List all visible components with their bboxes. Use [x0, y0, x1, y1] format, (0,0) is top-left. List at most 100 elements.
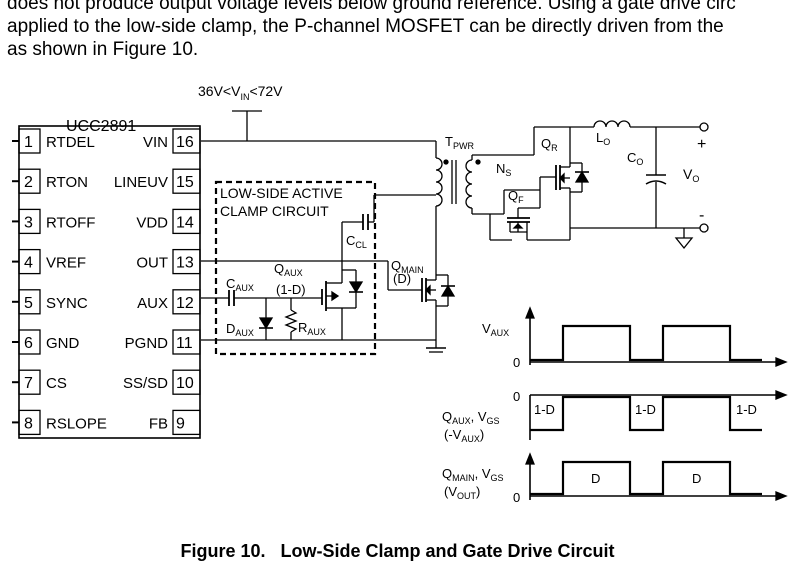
pin-right-12: 12 AUX — [137, 289, 201, 315]
pin-left-1: 1 RTDEL — [12, 128, 95, 154]
pin-number: 16 — [176, 134, 194, 151]
qaux-duty-label-1: 1-D — [534, 402, 555, 417]
pin-right-15: 15 LINEUV — [114, 168, 201, 194]
pin-number: 4 — [24, 255, 33, 272]
minus-sign: - — [699, 207, 704, 224]
r-aux-label: RAUX — [298, 320, 326, 337]
pin-number: 9 — [176, 415, 185, 432]
q-main-duty: (D) — [393, 271, 411, 286]
pin-right-9: 9 FB — [149, 409, 201, 436]
v-o-label: VO — [683, 166, 699, 184]
qmain-wave-label-1: QMAIN, VGS — [442, 466, 504, 483]
pgnd-wire — [201, 306, 446, 353]
pin-name: RTOFF — [46, 214, 95, 231]
pin-name: OUT — [136, 255, 168, 272]
r-aux-resistor — [284, 298, 298, 340]
clamp-box-line-1: LOW-SIDE ACTIVE — [220, 185, 343, 201]
ic-name: UCC2891 — [66, 118, 136, 135]
t-pwr-transformer — [435, 127, 535, 275]
q-aux-duty: (1-D) — [276, 282, 306, 297]
waveforms — [525, 306, 788, 501]
pin-name: GND — [46, 335, 80, 352]
pin-number: 3 — [24, 214, 33, 231]
c-o-label: CO — [627, 150, 643, 167]
figure-caption: Figure 10. Low-Side Clamp and Gate Drive… — [180, 541, 615, 561]
aux-wire — [201, 289, 323, 306]
q-r-label: QR — [541, 136, 558, 153]
pin-right-10: 10 SS/SD — [123, 369, 201, 395]
pin-number: 15 — [176, 174, 194, 191]
pin-name: FB — [149, 415, 168, 432]
pin-number: 1 — [24, 134, 33, 151]
pin-name: VREF — [46, 255, 86, 272]
pin-right-13: 13 OUT — [136, 248, 201, 275]
q-aux-label: QAUX — [274, 261, 303, 278]
pin-number: 11 — [176, 335, 193, 352]
qaux-wave-label-1: QAUX, VGS — [442, 409, 500, 426]
pin-name: VDD — [136, 214, 168, 231]
pin-number: 6 — [24, 335, 33, 352]
q-main-mosfet — [421, 274, 456, 307]
pin-name: SS/SD — [123, 375, 168, 392]
c-cl-capacitor — [341, 194, 436, 265]
vin-label: 36V<VIN<72V — [198, 83, 283, 102]
pin-left-3: 3 RTOFF — [12, 208, 95, 235]
c-aux-label: CAUX — [226, 276, 254, 293]
qaux-zero: 0 — [513, 389, 520, 404]
pin-number: 2 — [24, 174, 33, 191]
pin-left-5: 5 SYNC — [12, 289, 88, 315]
pin-left-7: 7 CS — [12, 369, 67, 395]
pin-name: PGND — [125, 335, 169, 352]
q-main-label: QMAIN — [391, 258, 424, 275]
plus-sign: + — [697, 136, 706, 153]
pin-number: 13 — [176, 255, 194, 272]
t-pwr-label: TPWR — [445, 134, 474, 151]
pin-left-4: 4 VREF — [12, 248, 86, 275]
qmain-zero: 0 — [513, 490, 520, 505]
intro-paragraph: does not produce output voltage levels b… — [7, 0, 795, 61]
pin-number: 10 — [176, 375, 194, 392]
clamp-box-line-2: CLAMP CIRCUIT — [220, 203, 329, 219]
pin-right-14: 14 VDD — [136, 208, 201, 235]
vaux-zero: 0 — [513, 355, 520, 370]
c-cl-label: CCL — [346, 233, 367, 250]
intro-line-2: applied to the low-side clamp, the P-cha… — [7, 16, 724, 37]
out-wire — [201, 260, 422, 291]
pin-number: 14 — [176, 214, 194, 231]
pin-name: AUX — [137, 295, 168, 312]
pin-name: CS — [46, 375, 67, 392]
clamp-circuit-box: LOW-SIDE ACTIVE CLAMP CIRCUIT — [214, 180, 377, 356]
pin-number: 8 — [24, 415, 33, 432]
qmain-duty-label-1: D — [591, 471, 600, 486]
qaux-duty-label-2: 1-D — [635, 402, 656, 417]
intro-line-1: does not produce output voltage levels b… — [7, 0, 736, 14]
pin-left-8: 8 RSLOPE — [12, 409, 107, 436]
q-f-label: QF — [508, 188, 524, 205]
l-o-label: LO — [596, 130, 610, 147]
vaux-wave-label: VAUX — [482, 321, 509, 338]
pin-name: RSLOPE — [46, 415, 107, 432]
q-aux-mosfet — [325, 265, 364, 340]
qaux-duty-label-3: 1-D — [736, 402, 757, 417]
n-s-label: NS — [496, 161, 511, 178]
pin-left-2: 2 RTON — [12, 168, 88, 194]
ic-ucc2891: UCC2891 1 RTDEL 2 RTON 3 RTOFF 4 VREF 5 SYNC 6 GND 7… — [12, 118, 201, 439]
pin-number: 12 — [176, 295, 194, 312]
pin-name: RTDEL — [46, 134, 95, 151]
pin-name: SYNC — [46, 295, 88, 312]
d-aux-diode — [258, 298, 274, 340]
pin-right-11: 11 PGND — [125, 329, 201, 355]
qmain-duty-label-2: D — [692, 471, 701, 486]
secondary-circuit — [489, 120, 709, 250]
intro-line-3: as shown in Figure 10. — [7, 39, 199, 60]
pin-number: 7 — [24, 375, 33, 392]
qmain-wave-label-2: (VOUT) — [444, 484, 480, 501]
qaux-wave-label-2: (-VAUX) — [444, 427, 484, 444]
pin-name: LINEUV — [114, 174, 168, 191]
pin-left-6: 6 GND — [12, 329, 80, 355]
pin-name: RTON — [46, 174, 88, 191]
vin-input: 36V<VIN<72V — [198, 83, 436, 142]
pin-number: 5 — [24, 295, 33, 312]
